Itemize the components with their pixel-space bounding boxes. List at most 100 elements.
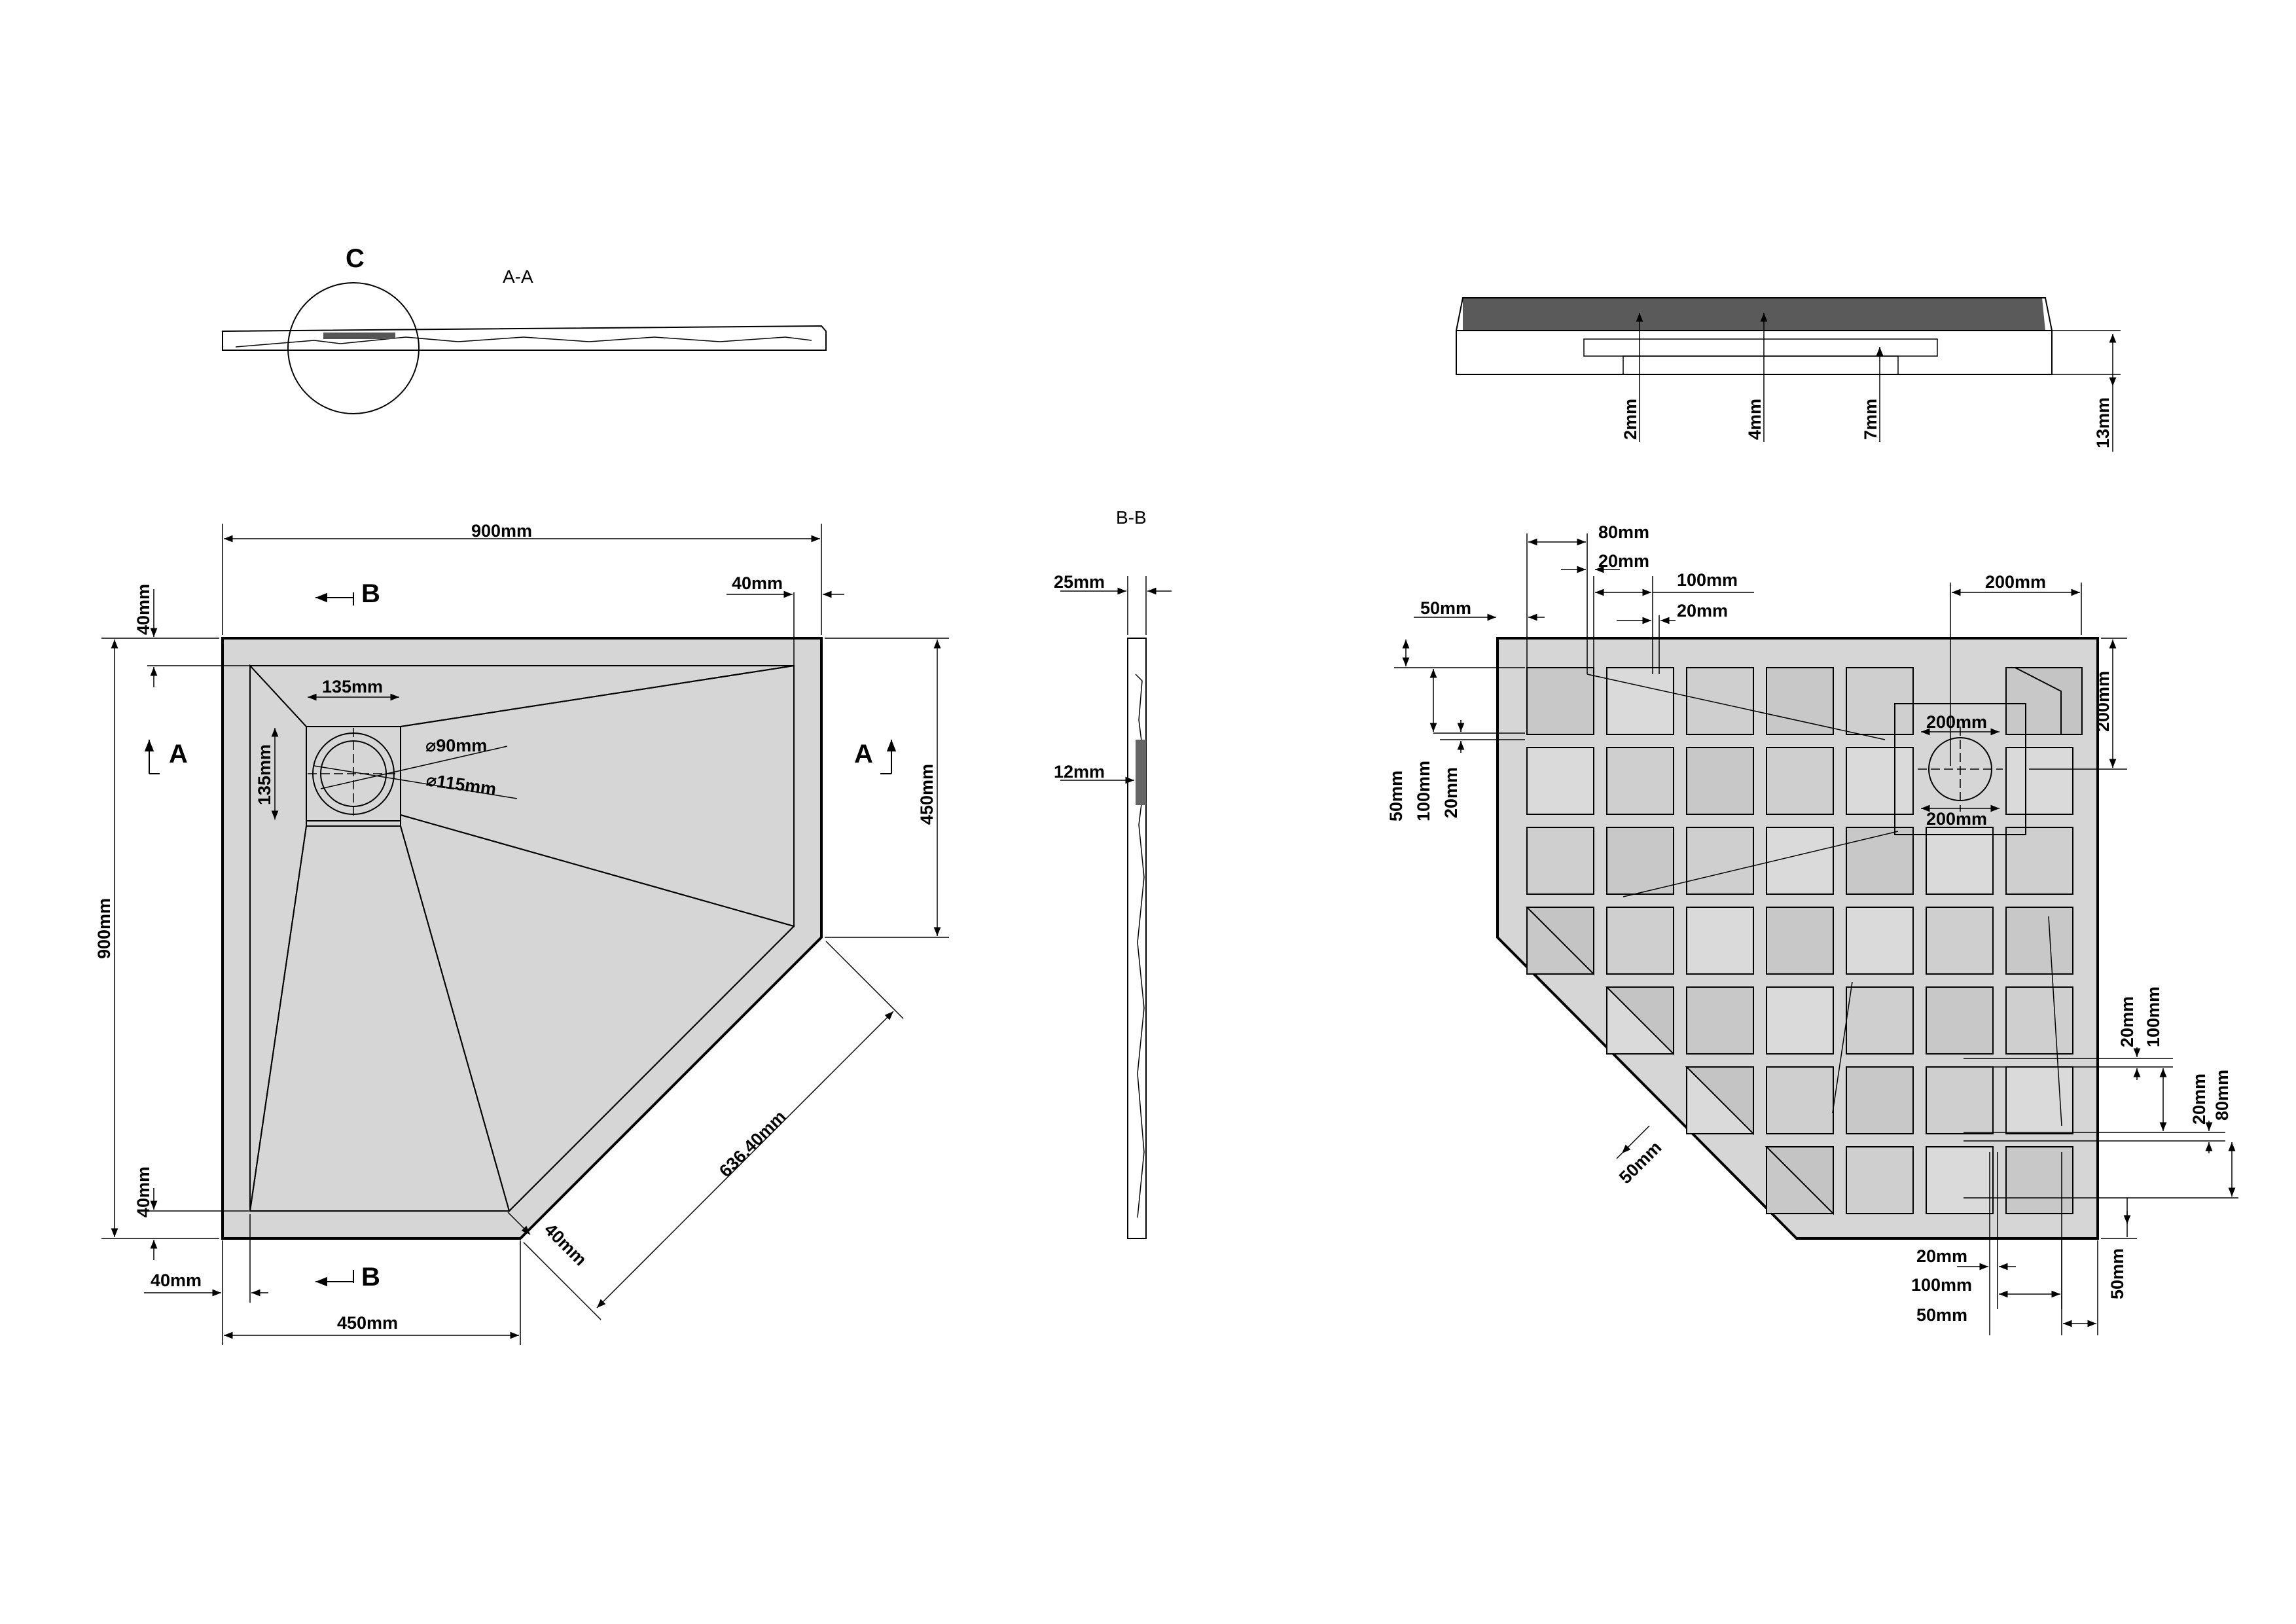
section-aa-drain	[323, 333, 395, 339]
rib-cell	[1686, 667, 1754, 735]
plan-tray-outline	[221, 637, 823, 1240]
plan-dim-side-right: 450mm	[917, 764, 937, 825]
detail-c-circle	[287, 282, 420, 414]
rib-cell	[1846, 667, 1914, 735]
plan-dim-rim-top: 40mm	[134, 584, 153, 635]
plan-dim-diagonal: 636.40mm	[715, 1107, 790, 1182]
svg-text:B: B	[361, 579, 380, 608]
underside-drain-block	[1894, 703, 2026, 835]
detail-c-dim-2mm: 2mm	[1621, 399, 1640, 440]
rib-cell	[1686, 747, 1754, 815]
rib-cell	[1685, 1066, 1754, 1136]
underside-dim-diag-50: 50mm	[1615, 1138, 1665, 1187]
underside-dim-bottom-20: 20mm	[1916, 1246, 1967, 1266]
detail-c-top-surface	[1463, 298, 2045, 331]
rib-cell	[2005, 907, 2073, 975]
section-aa-view: A-A C	[222, 244, 827, 414]
underside-dim-drain-bottom: 200mm	[1926, 809, 1987, 829]
detail-c-drain-flange	[1583, 338, 1938, 357]
underside-dim-right-20a: 20mm	[2117, 996, 2137, 1047]
rib-cell	[1606, 747, 1674, 815]
underside-dim-top-100: 100mm	[1677, 570, 1738, 590]
rib-cell	[1526, 827, 1594, 895]
rib-cell	[1766, 747, 1834, 815]
plan-view: 900mm 40mm 900mm 40mm 40mm 40mm 450mm	[94, 521, 949, 1345]
rib-cell	[1686, 827, 1754, 895]
detail-c-view: 2mm 4mm 7mm 13mm	[1456, 297, 2121, 452]
rib-cell	[1526, 747, 1594, 815]
section-bb-view: B-B 25mm 12mm	[1054, 507, 1172, 1239]
section-bb-dim-top: 25mm	[1054, 572, 1105, 592]
underside-dim-right-200: 200mm	[2093, 671, 2113, 732]
plan-dim-width: 900mm	[471, 521, 532, 541]
plan-dim-rim-left: 40mm	[151, 1271, 202, 1290]
underside-dim-top-80: 80mm	[1598, 522, 1649, 542]
plan-facet-diag	[400, 814, 795, 1212]
rib-cell	[2005, 747, 2073, 815]
rib-cell	[1926, 827, 1994, 895]
section-marker-a-left: A	[144, 740, 188, 774]
underside-dim-top-200: 200mm	[1985, 572, 2046, 592]
rib-cell	[1846, 1066, 1914, 1134]
rib-cell	[1926, 907, 1994, 975]
underside-dim-bottom-100: 100mm	[1911, 1275, 1972, 1295]
section-marker-b-bottom: B	[315, 1263, 380, 1291]
underside-dim-bottom-50: 50mm	[1916, 1305, 1967, 1325]
rib-cell	[2005, 986, 2073, 1055]
rib-cell	[1926, 1146, 1994, 1214]
rib-cell	[1525, 907, 1594, 976]
section-marker-b-top: B	[315, 579, 380, 608]
rib-cell	[1926, 1066, 1994, 1134]
rib-cell	[1926, 986, 1994, 1055]
underside-dim-right-80: 80mm	[2212, 1070, 2232, 1121]
underside-dim-left-100: 100mm	[1414, 761, 1433, 821]
section-marker-a-right: A	[854, 740, 897, 774]
section-aa-title: A-A	[503, 266, 533, 287]
underside-dim-right-100: 100mm	[2144, 986, 2163, 1047]
section-bb-profile	[1127, 638, 1147, 1239]
detail-c-dim-7mm: 7mm	[1861, 399, 1880, 440]
rib-cell	[1686, 907, 1754, 975]
underside-dim-left-50: 50mm	[1386, 770, 1406, 821]
rib-cell	[1606, 667, 1674, 735]
plan-dim-height: 900mm	[94, 898, 114, 959]
rib-cell	[1766, 667, 1834, 735]
plan-dim-rim-bottom: 40mm	[134, 1166, 153, 1218]
plan-dim-drain-width: 135mm	[322, 677, 383, 696]
underside-dim-right-20b: 20mm	[2189, 1074, 2209, 1125]
detail-c-dim-13mm: 13mm	[2093, 397, 2113, 448]
rib-cell	[1846, 986, 1914, 1055]
detail-c-drain-body	[1623, 355, 1899, 375]
section-aa-inner-ribs	[235, 336, 812, 348]
underside-dim-top-50: 50mm	[1420, 598, 1471, 618]
underside-rib-grid	[1525, 667, 2083, 1216]
rib-cell	[2015, 667, 2083, 735]
rib-cell	[2005, 827, 2073, 895]
underside-dim-left-20: 20mm	[1441, 767, 1461, 818]
underside-dim-top-20a: 20mm	[1598, 551, 1649, 571]
detail-c-label: C	[346, 244, 365, 273]
rib-cell	[1606, 827, 1674, 895]
underside-dim-bottom-right-50: 50mm	[2108, 1248, 2127, 1299]
rib-cell	[1766, 986, 1834, 1055]
rib-cell	[1686, 986, 1754, 1055]
section-aa-profile	[222, 325, 827, 351]
plan-dim-drain-inner: ⌀90mm	[425, 736, 487, 755]
rib-cell	[1605, 986, 1674, 1056]
rib-cell	[2005, 1146, 2073, 1214]
rib-cell	[1766, 1066, 1834, 1134]
svg-text:A: A	[854, 740, 873, 768]
plan-drain-square	[306, 726, 401, 821]
rib-cell	[1846, 827, 1914, 895]
underside-dim-drain-top: 200mm	[1926, 712, 1987, 732]
section-bb-dim-mid: 12mm	[1054, 762, 1105, 782]
svg-text:A: A	[169, 740, 188, 768]
section-bb-title: B-B	[1116, 507, 1147, 528]
plan-dim-rim-right: 40mm	[732, 573, 783, 593]
rib-cell	[2005, 1066, 2073, 1134]
rib-cell	[1846, 1146, 1914, 1214]
plan-dim-diagonal-rim: 40mm	[541, 1219, 590, 1269]
rib-cell	[1526, 667, 1594, 735]
plan-dim-side-bottom: 450mm	[337, 1313, 398, 1333]
